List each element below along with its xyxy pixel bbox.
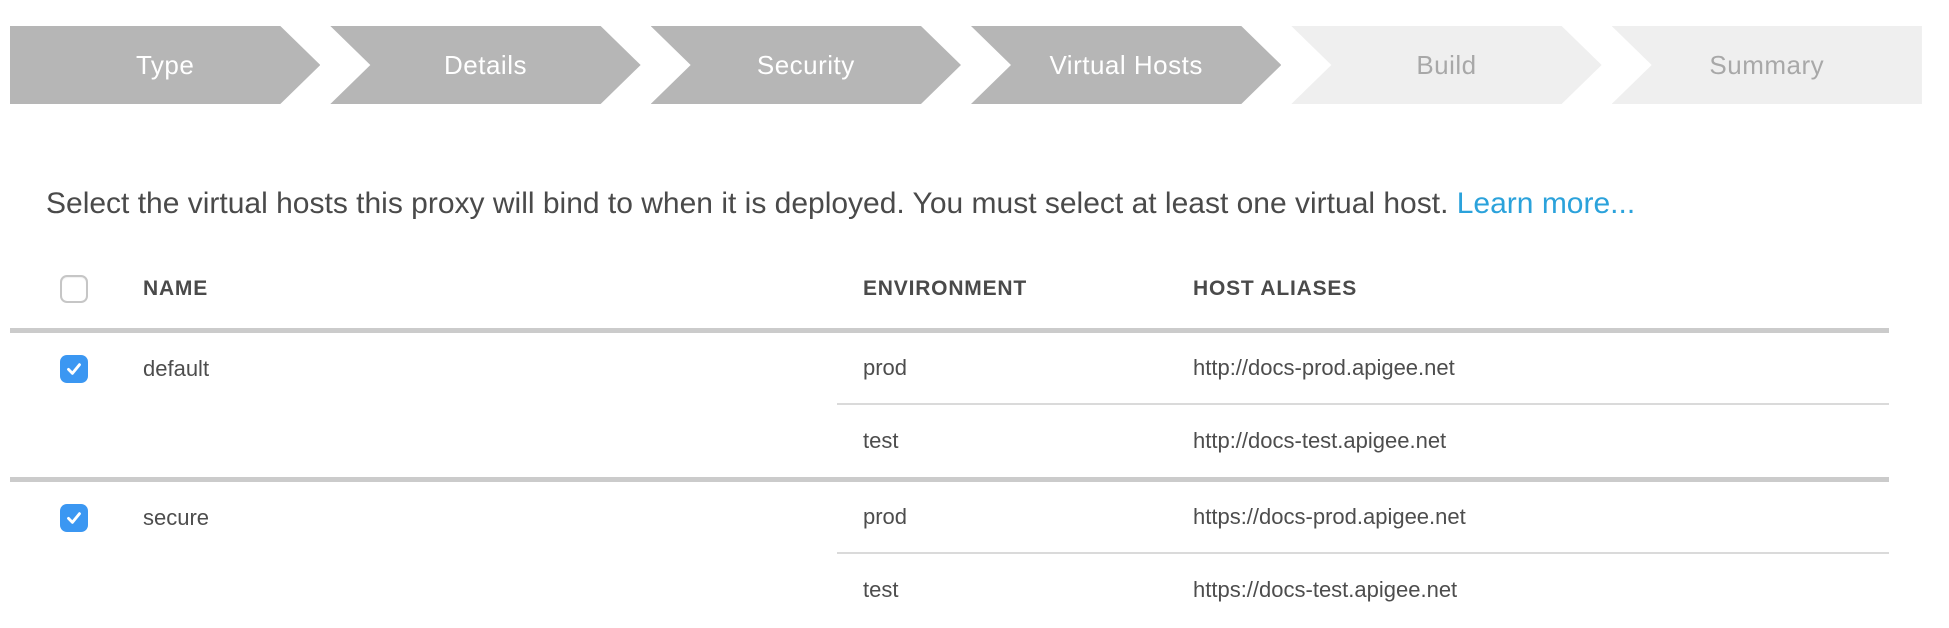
row-checkbox-secure[interactable] [60,504,88,532]
wizard-step-label: Type [135,49,195,80]
table-row: secure prod https://docs-prod.apigee.net te… [10,482,1889,626]
description-text: Select the virtual hosts this proxy will… [46,187,1457,220]
virtual-hosts-table: NAME ENVIRONMENT HOST ALIASES default pro… [10,250,1889,626]
row-name-cell: secure [10,482,837,554]
wizard-step-label: Details [444,49,527,80]
environment-cell: prod [863,355,908,380]
host-alias-cell: https://docs-test.apigee.net [1193,577,1458,602]
row-name-label: secure [143,505,210,530]
table-header-right: ENVIRONMENT HOST ALIASES [837,277,1889,301]
host-alias-cell: http://docs-test.apigee.net [1193,428,1447,453]
wizard-step-build: Build [1291,26,1601,104]
environment-cell: prod [863,504,908,529]
check-icon [67,512,81,524]
table-body: default prod http://docs-prod.apigee.net te… [10,333,1889,626]
table-row: default prod http://docs-prod.apigee.net te… [10,333,1889,482]
check-icon [67,363,81,375]
wizard-step-label: Security [756,49,855,80]
wizard-step-security[interactable]: Security [651,26,961,104]
environment-cell: test [863,428,899,453]
page-description: Select the virtual hosts this proxy will… [46,183,1926,225]
wizard-steps: Type Details Security Virtual Hosts Build Sum… [10,26,1922,104]
wizard-step-label: Build [1416,49,1477,80]
wizard-step-summary: Summary [1611,26,1922,104]
host-alias-cell: https://docs-prod.apigee.net [1193,504,1466,529]
binding-subrow: prod http://docs-prod.apigee.net [837,333,1889,405]
environment-cell: test [863,577,899,602]
binding-subrow: test https://docs-test.apigee.net [837,554,1889,626]
wizard-step-type[interactable]: Type [10,26,320,104]
row-bindings: prod https://docs-prod.apigee.net test http… [837,482,1889,626]
host-alias-cell: http://docs-prod.apigee.net [1193,355,1455,380]
row-name-cell: default [10,333,837,405]
learn-more-link[interactable]: Learn more... [1456,187,1636,220]
table-header-left: NAME [10,275,837,303]
binding-subrow: test http://docs-test.apigee.net [837,405,1889,477]
binding-subrow: prod https://docs-prod.apigee.net [837,482,1889,554]
column-header-name: NAME [143,277,209,300]
wizard-step-virtual-hosts[interactable]: Virtual Hosts [971,26,1281,104]
wizard-step-details[interactable]: Details [330,26,640,104]
row-name-label: default [143,356,210,381]
table-header-row: NAME ENVIRONMENT HOST ALIASES [10,250,1889,333]
wizard-step-label: Summary [1709,49,1825,80]
column-header-environment: ENVIRONMENT [863,277,1027,300]
wizard-step-label: Virtual Hosts [1049,49,1203,80]
row-bindings: prod http://docs-prod.apigee.net test http:… [837,333,1889,477]
row-checkbox-default[interactable] [60,355,88,383]
column-header-host-aliases: HOST ALIASES [1193,277,1358,300]
select-all-checkbox[interactable] [60,275,88,303]
